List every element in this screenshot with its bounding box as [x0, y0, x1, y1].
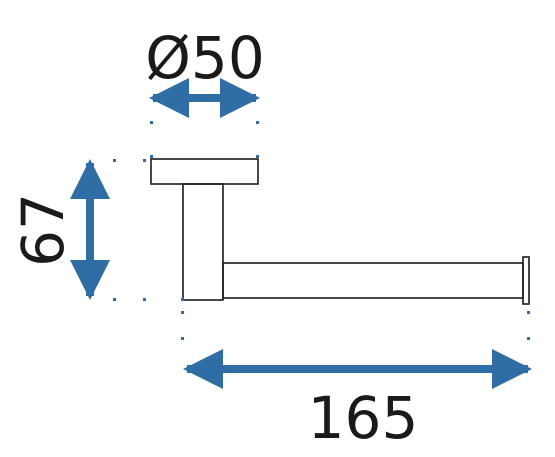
diameter-label: Ø50	[145, 24, 264, 92]
end-cap	[522, 256, 530, 305]
height-label: 67	[9, 193, 77, 267]
length-label: 165	[308, 384, 419, 452]
wall-plate	[150, 158, 259, 185]
vertical-post	[182, 183, 224, 301]
guide-dots	[113, 121, 530, 340]
horizontal-arm	[222, 262, 524, 299]
